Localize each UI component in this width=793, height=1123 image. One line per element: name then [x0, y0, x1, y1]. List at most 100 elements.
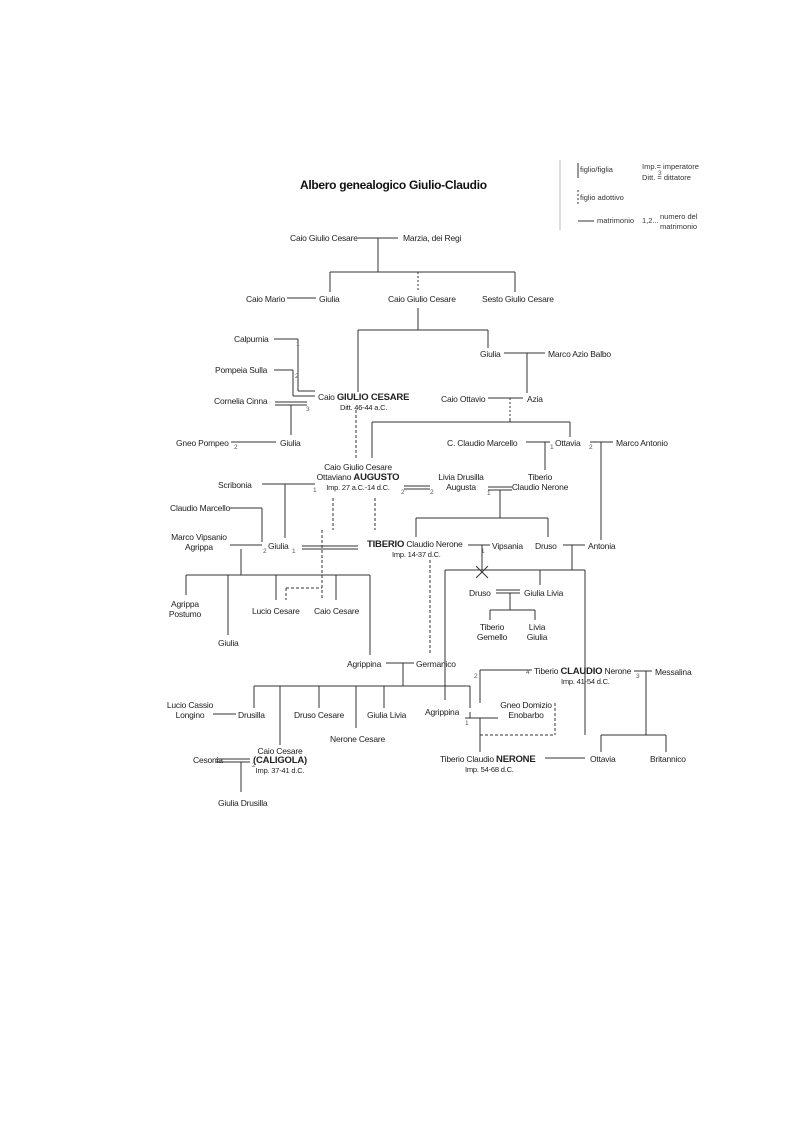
augusto-l2: Ottaviano — [316, 472, 352, 482]
person-augusto: Caio Giulio Cesare Ottaviano AUGUSTO Imp… — [317, 462, 400, 493]
agrippa-l2: Agrippa — [185, 542, 213, 552]
nerone-prefix: Tiberio Claudio — [440, 754, 494, 764]
tiberio-cn-l2: Claudio Nerone — [511, 482, 569, 492]
marriage-number: 1 — [465, 720, 469, 727]
person-claudio: Tiberio CLAUDIO Nerone Imp. 41-54 d.C. — [534, 666, 631, 687]
person-claudio-marcello: C. Claudio Marcello — [447, 438, 518, 448]
tiberio-rest: Claudio Nerone — [406, 539, 463, 549]
person-agrippa-postumo: Agrippa Postumo — [169, 599, 201, 619]
person-ottavia-2: Ottavia — [590, 754, 616, 764]
person-caligola: Caio Cesare (CALIGOLA) Imp. 37-41 d.C. — [253, 746, 307, 776]
person-nerone-cesare: Nerone Cesare — [330, 734, 386, 744]
person-drusilla: Drusilla — [238, 710, 265, 720]
marriage-number: 2 — [589, 444, 593, 451]
claudio-post: Nerone — [604, 666, 632, 676]
legend-numero-symbol: 1,2... — [642, 216, 659, 225]
person-vipsania: Vipsania — [492, 541, 523, 551]
caligola-sub: Imp. 37-41 d.C. — [255, 766, 305, 775]
claudio-name: CLAUDIO — [560, 666, 603, 677]
person-pompeia: Pompeia Sulla — [215, 365, 268, 375]
augusto-sub: Imp. 27 a.C.-14 d.C. — [326, 483, 390, 492]
person-marco-antonio: Marco Antonio — [616, 438, 668, 448]
person-druso-2: Druso — [469, 588, 491, 598]
person-caio-mario: Caio Mario — [246, 294, 286, 304]
marriage-number: 1 — [550, 444, 554, 451]
person-giulia-1: Giulia — [319, 294, 340, 304]
person-messalina: Messalina — [655, 667, 692, 677]
person-caio-ottavio: Caio Ottavio — [441, 394, 486, 404]
legend-ditt: Ditt. = dittatore — [642, 173, 691, 182]
person-agrippina-1: Agrippina — [347, 659, 382, 669]
marriage-number: 2 — [263, 548, 267, 555]
livia-giulia-l2: Giulia — [526, 632, 548, 642]
person-giulia-5: Giulia — [218, 638, 239, 648]
person-livia-giulia: Livia Giulia — [527, 622, 548, 642]
domizio-l2: Enobarbo — [508, 710, 544, 720]
cesare-sub: Ditt. 46-44 a.C. — [340, 403, 388, 412]
person-britannico: Britannico — [650, 754, 686, 764]
person-antonia: Antonia — [588, 541, 616, 551]
tiberio-sub: Imp. 14-37 d.C. — [392, 550, 441, 559]
person-giulia-3: Giulia — [280, 438, 301, 448]
tiberio-gemello-l2: Gemello — [476, 632, 508, 642]
diagram-title: Albero genealogico Giulio-Claudio — [300, 178, 487, 192]
tiberio-name: TIBERIO — [367, 539, 405, 550]
person-druso-cesare: Druso Cesare — [294, 710, 345, 720]
marriage-number: 2 — [401, 489, 405, 496]
legend-figlio: figlio/figlia — [580, 165, 613, 174]
domizio-l1: Gneo Domizio — [500, 700, 552, 710]
marriage-number: 4 — [526, 669, 530, 676]
person-marzia: Marzia, dei Regi — [403, 233, 462, 243]
marriage-number: 1 — [481, 548, 485, 555]
nerone-sub: Imp. 54-68 d.C. — [465, 765, 514, 774]
marriage-number: 1 — [296, 341, 300, 348]
person-giulia-4: Giulia — [268, 541, 289, 551]
person-azia: Azia — [527, 394, 543, 404]
agrippa-postumo-l1: Agrippa — [171, 599, 199, 609]
person-scribonia: Scribonia — [218, 480, 252, 490]
person-lucio-cassio: Lucio Cassio Longino — [167, 700, 213, 720]
marriage-number: 2 — [430, 489, 434, 496]
person-marcello-2: Claudio Marcello — [170, 503, 231, 513]
person-giulia-drusilla: Giulia Drusilla — [218, 798, 268, 808]
marriage-number: 1 — [487, 490, 491, 497]
agrippa-l1: Marco Vipsanio — [171, 532, 227, 542]
legend-adottivo: figlio adottivo — [580, 193, 624, 202]
augusto-name: AUGUSTO — [353, 472, 400, 483]
augusto-l1: Caio Giulio Cesare — [324, 462, 392, 472]
person-agrippa: Marco Vipsanio Agrippa — [171, 532, 227, 552]
person-caio-gc-sr: Caio Giulio Cesare — [290, 233, 358, 243]
person-gneo-pompeo: Gneo Pompeo — [176, 438, 229, 448]
lucio-cassio-l2: Longino — [175, 710, 205, 720]
cesare-name: GIULIO CESARE — [336, 392, 410, 403]
person-ottavia-1: Ottavia — [555, 438, 581, 448]
person-sesto: Sesto Giulio Cesare — [482, 294, 554, 304]
person-calpurnia: Calpurnia — [234, 334, 269, 344]
person-druso-1: Druso — [535, 541, 557, 551]
marriage-number: 1 — [313, 487, 317, 494]
livia-l2: Augusta — [446, 482, 476, 492]
marriage-number: 1 — [292, 548, 296, 555]
tiberio-gemello-l1: Tiberio — [479, 622, 505, 632]
livia-giulia-l1: Livia — [528, 622, 546, 632]
person-agrippina-2: Agrippina — [425, 707, 460, 717]
agrippa-postumo-l2: Postumo — [168, 609, 202, 619]
person-lucio-cesare: Lucio Cesare — [252, 606, 300, 616]
person-tiberio: TIBERIO Claudio Nerone Imp. 14-37 d.C. — [367, 539, 463, 560]
marriage-number: 3 — [658, 170, 662, 177]
cesare-prefix: Caio — [318, 392, 335, 402]
person-caio-gc-jr: Caio Giulio Cesare — [388, 294, 456, 304]
person-germanico: Germanico — [416, 659, 456, 669]
marriage-number: 2 — [234, 444, 238, 451]
tiberio-cn-l1: Tiberio — [527, 472, 553, 482]
person-domizio: Gneo Domizio Enobarbo — [500, 700, 552, 720]
claudio-sub: Imp. 41-54 d.C. — [561, 677, 610, 686]
marriage-number: 2 — [295, 373, 299, 380]
person-giulio-cesare: Caio GIULIO CESARE Ditt. 46-44 a.C. — [318, 392, 409, 413]
caligola-l1: Caio Cesare — [257, 746, 303, 756]
person-livia: Livia Drusilla Augusta — [438, 472, 484, 492]
person-giulia-2: Giulia — [480, 349, 501, 359]
legend-imp: Imp.= imperatore — [642, 162, 699, 171]
person-tiberio-cn: Tiberio Claudio Nerone — [512, 472, 568, 492]
